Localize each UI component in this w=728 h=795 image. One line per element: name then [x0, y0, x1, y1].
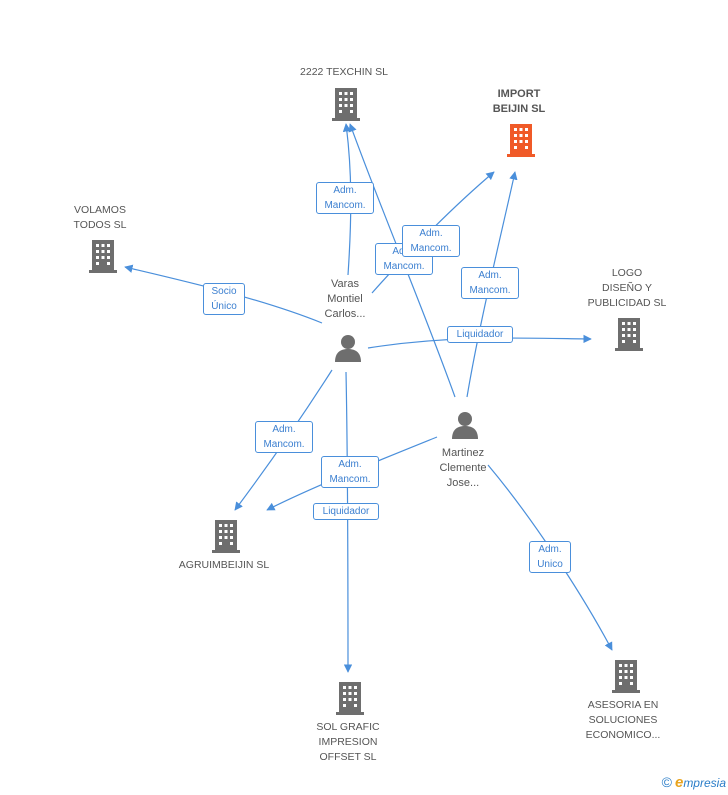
edge-label-line: Mancom. [469, 285, 511, 296]
node-label-texchin[interactable]: 2222 TEXCHIN SL [284, 65, 404, 80]
edge-label-line: Liquidador [322, 506, 370, 517]
node-label-agruim[interactable]: AGRUIMBEIJIN SL [164, 558, 284, 573]
node-label-line: ECONOMICO... [585, 729, 661, 741]
texchin-building-icon[interactable] [331, 86, 361, 122]
node-label-martinez[interactable]: Martinez Clemente Jose... [403, 446, 523, 491]
edge-label-line: Unico [537, 559, 563, 570]
node-label-import[interactable]: IMPORT BEIJIN SL [459, 87, 579, 117]
node-label-line: Montiel [327, 293, 363, 305]
node-label-asesoria[interactable]: ASESORIA EN SOLUCIONES ECONOMICO... [563, 698, 683, 743]
node-label-line: IMPORT [497, 88, 541, 100]
brand-name: mpresia [683, 776, 726, 790]
edge-label-martinez-asesoria[interactable]: Adm. Unico [529, 541, 571, 573]
footer-brand[interactable]: ©empresia [662, 774, 726, 791]
edge-label-varas-volamos[interactable]: Socio Único [203, 283, 245, 315]
edge-label-varas-logo[interactable]: Liquidador [447, 326, 513, 343]
node-label-line: VOLAMOS [74, 204, 126, 216]
edge-label-line: Mancom. [329, 474, 371, 485]
edge-label-line: Adm. [478, 270, 502, 281]
logo-building-icon[interactable] [614, 316, 644, 352]
node-label-line: OFFSET SL [319, 751, 377, 763]
edge-label-line: Mancom. [324, 200, 366, 211]
agruim-building-icon[interactable] [211, 518, 241, 554]
node-label-line: TODOS SL [73, 219, 127, 231]
edge-label-martinez-agruim[interactable]: Adm. Mancom. [321, 456, 379, 488]
node-label-line: Varas [331, 278, 359, 290]
edge-label-line: Mancom. [383, 261, 425, 272]
node-label-line: LOGO [611, 267, 643, 279]
edge-label-line: Adm. [333, 185, 357, 196]
import-building-icon[interactable] [506, 122, 536, 158]
node-label-line: Martinez [441, 447, 485, 459]
node-label-line: Jose... [446, 477, 480, 489]
edge-label-martinez-import[interactable]: Adm. Mancom. [461, 267, 519, 299]
node-label-solgrafic[interactable]: SOL GRAFIC IMPRESION OFFSET SL [288, 720, 408, 765]
node-label-line: ASESORIA EN [587, 699, 659, 711]
node-label-line: BEIJIN SL [492, 103, 546, 115]
martinez-person-icon[interactable] [450, 410, 480, 440]
edge-label-line: Adm. [272, 424, 296, 435]
asesoria-building-icon[interactable] [611, 658, 641, 694]
copyright-icon: © [661, 774, 672, 790]
node-label-varas[interactable]: Varas Montiel Carlos... [285, 277, 405, 322]
node-label-volamos[interactable]: VOLAMOS TODOS SL [40, 203, 160, 233]
edge-label-varas-agruim[interactable]: Adm. Mancom. [255, 421, 313, 453]
node-label-line: IMPRESION [318, 736, 378, 748]
edge-label-line: Mancom. [263, 439, 305, 450]
node-label-line: Carlos... [324, 308, 366, 320]
edge-label-line: Adm. [538, 544, 562, 555]
node-label-line: SOLUCIONES [588, 714, 658, 726]
edge-label-line: Mancom. [410, 243, 452, 254]
brand-logo: empresia [674, 774, 726, 791]
node-label-line: 2222 TEXCHIN SL [300, 66, 388, 78]
node-label-logo[interactable]: LOGO DISEÑO Y PUBLICIDAD SL [567, 266, 687, 311]
node-label-line: PUBLICIDAD SL [587, 297, 667, 309]
edge-label-line: Único [211, 301, 237, 312]
node-label-line: DISEÑO Y [602, 282, 652, 294]
edge-label-line: Adm. [338, 459, 362, 470]
edge-label-line: Liquidador [456, 329, 504, 340]
edge-label-varas-solgrafic[interactable]: Liquidador [313, 503, 379, 520]
varas-person-icon[interactable] [333, 333, 363, 363]
node-label-line: AGRUIMBEIJIN SL [178, 559, 270, 571]
edge-label-line: Adm. [419, 228, 443, 239]
edge-varas-solgrafic [343, 371, 353, 673]
node-label-line: Clemente [439, 462, 487, 474]
edge-label-varas-texchin[interactable]: Adm. Mancom. [316, 182, 374, 214]
volamos-building-icon[interactable] [88, 238, 118, 274]
edge-label-line: Socio [211, 286, 237, 297]
brand-initial: e [674, 774, 684, 791]
solgrafic-building-icon[interactable] [335, 680, 365, 716]
edge-label-varas-import[interactable]: Adm. Mancom. [402, 225, 460, 257]
node-label-line: SOL GRAFIC [316, 721, 380, 733]
